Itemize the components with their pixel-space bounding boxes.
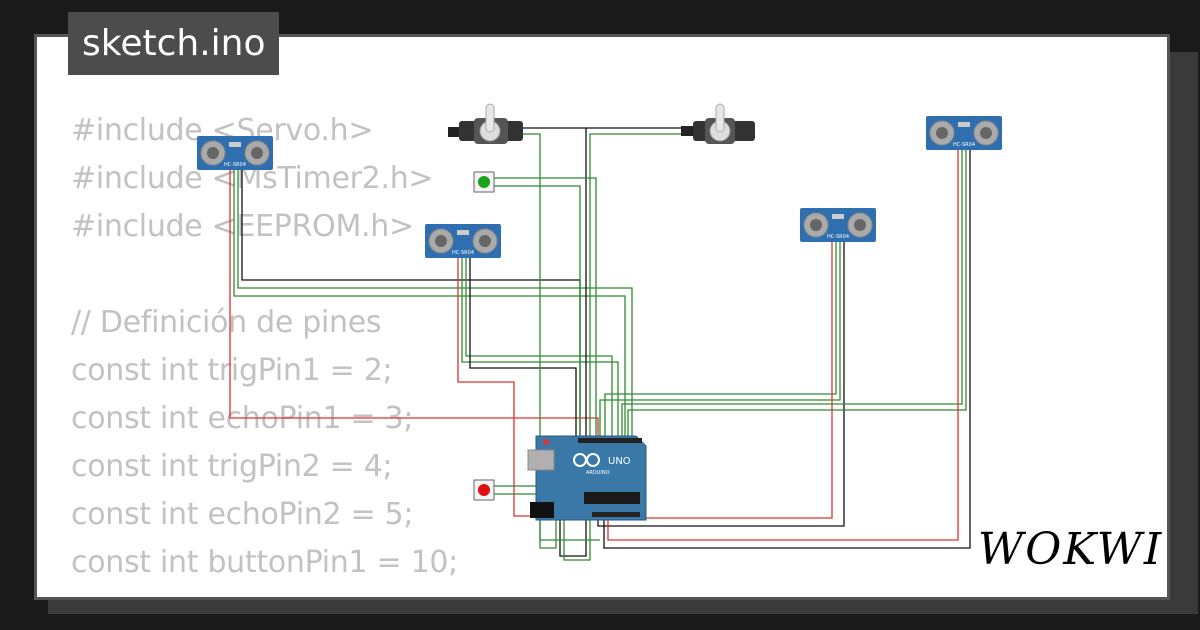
board-name: UNO [608, 456, 631, 467]
wire-green [494, 177, 597, 438]
servo-motor[interactable] [681, 103, 755, 144]
code-line: const int echoPin2 = 5; [71, 497, 414, 532]
code-line: // Definición de pines [71, 305, 382, 340]
ultrasonic-sensor[interactable]: HC-SR04 [197, 136, 273, 170]
wire-black [597, 242, 845, 527]
wire-black [241, 170, 581, 438]
wire-black [603, 150, 971, 549]
sensor-label: HC-SR04 [452, 250, 474, 256]
wire-green [494, 185, 581, 438]
sensor-label: HC-SR04 [827, 234, 849, 240]
wire-green [237, 170, 633, 438]
sketch-filename-tag: sketch.ino [68, 12, 280, 75]
wire-green [599, 242, 841, 438]
wire-red [600, 242, 833, 519]
wire-green [465, 258, 613, 438]
wire-green [604, 242, 837, 438]
arduino-uno-board[interactable]: UNO ARDUINO [527, 435, 647, 521]
sensor-label: HC-SR04 [953, 142, 975, 148]
wires [229, 127, 971, 561]
board-subtitle: ARDUINO [586, 470, 610, 476]
wire-black [559, 128, 587, 557]
wokwi-logo: WOKWI [978, 524, 1164, 575]
code-line: const int buttonPin2 = 11; [71, 587, 458, 597]
push-button-red[interactable] [473, 479, 495, 501]
code-line: const int buttonPin1 = 10; [71, 545, 458, 580]
wire-black [469, 258, 577, 438]
wire-green [621, 150, 963, 438]
wire-green [627, 150, 967, 438]
servo-motor[interactable] [448, 103, 523, 144]
ultrasonic-sensor[interactable]: HC-SR04 [926, 116, 1002, 150]
code-line: #include <EEPROM.h> [71, 209, 414, 244]
sensor-label: HC-SR04 [224, 162, 246, 168]
wire-green [233, 170, 626, 438]
wire-green [520, 133, 557, 549]
push-button-green[interactable] [473, 171, 495, 193]
wire-red [607, 150, 959, 541]
code-line: const int trigPin2 = 4; [71, 449, 393, 484]
ultrasonic-sensor[interactable]: HC-SR04 [425, 224, 501, 258]
ultrasonic-sensor[interactable]: HC-SR04 [800, 208, 876, 242]
wire-red [457, 258, 540, 517]
wire-green [563, 133, 690, 561]
wire-red [229, 170, 599, 438]
code-line: const int trigPin1 = 2; [71, 353, 393, 388]
